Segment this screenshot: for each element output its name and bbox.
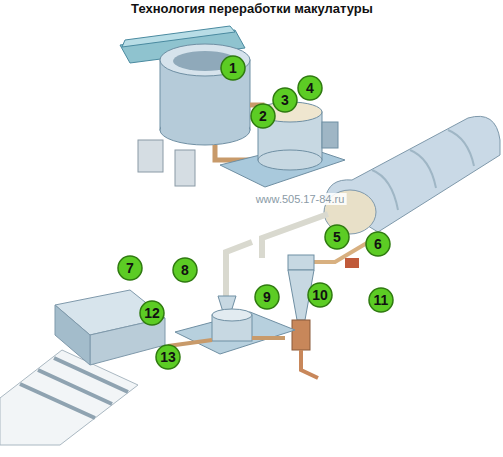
pipe bbox=[262, 214, 328, 258]
callout-circle bbox=[173, 258, 197, 282]
callout-circle bbox=[273, 88, 297, 112]
callout-number: 5 bbox=[333, 229, 341, 245]
valve-box bbox=[345, 258, 359, 268]
pipe bbox=[168, 340, 212, 346]
paper-sheet bbox=[0, 350, 138, 445]
roller bbox=[20, 358, 128, 418]
callout-number: 11 bbox=[374, 292, 389, 308]
callout-circle bbox=[369, 288, 393, 312]
callout-circle bbox=[251, 104, 275, 128]
dryer-rib bbox=[372, 130, 474, 210]
callout-number: 1 bbox=[229, 60, 237, 76]
machine-side bbox=[55, 305, 90, 365]
tank-top bbox=[212, 309, 252, 321]
callout-circle bbox=[118, 256, 142, 280]
callout-circle bbox=[308, 283, 332, 307]
cyclone-outlet bbox=[292, 320, 310, 350]
platform bbox=[220, 145, 345, 187]
pipe bbox=[226, 242, 252, 296]
callout-circles bbox=[118, 56, 393, 369]
stand-box bbox=[175, 150, 195, 186]
callout-number: 4 bbox=[306, 80, 314, 96]
pipe bbox=[252, 336, 285, 340]
callout-circle bbox=[221, 56, 245, 80]
callout-circle bbox=[255, 285, 279, 309]
motor bbox=[322, 122, 338, 148]
pulper-top bbox=[160, 44, 250, 76]
callout-circle bbox=[366, 232, 390, 256]
callout-circle bbox=[298, 76, 322, 100]
cyclone-top bbox=[288, 255, 314, 270]
watermark: www.505.17-84.ru bbox=[254, 193, 347, 205]
callout-number: 12 bbox=[144, 305, 160, 321]
stand-box bbox=[138, 140, 163, 172]
callout-number: 13 bbox=[160, 349, 176, 365]
callout-number: 6 bbox=[374, 236, 382, 252]
callout-number: 10 bbox=[312, 287, 328, 303]
callout-number: 9 bbox=[263, 289, 271, 305]
pulper-fill bbox=[161, 112, 249, 130]
callout-number: 7 bbox=[126, 260, 134, 276]
diagram-title: Технология переработки макулатуры bbox=[131, 1, 373, 16]
conveyor-top bbox=[122, 26, 235, 47]
tank-bottom bbox=[258, 150, 322, 170]
callout-number: 8 bbox=[181, 262, 189, 278]
pipe bbox=[301, 350, 318, 378]
callout-circle bbox=[156, 345, 180, 369]
callout-number: 2 bbox=[259, 108, 267, 124]
callout-circle bbox=[325, 225, 349, 249]
callout-number: 3 bbox=[281, 92, 289, 108]
callout-circle bbox=[140, 301, 164, 325]
